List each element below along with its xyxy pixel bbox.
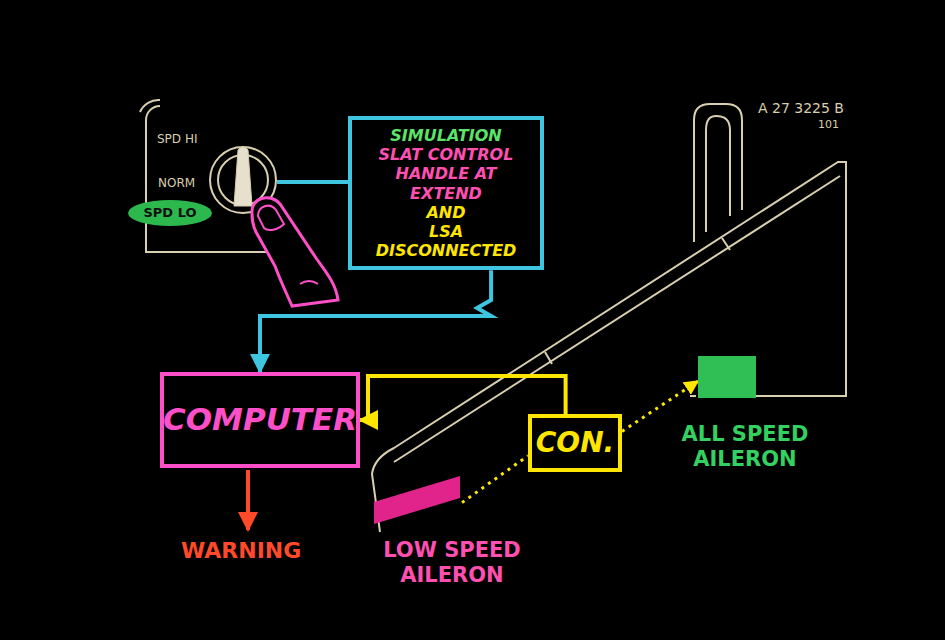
selector-position: SPD LO bbox=[128, 200, 212, 226]
warning-label: WARNING bbox=[181, 538, 301, 564]
sheet-number: 101 bbox=[818, 118, 839, 131]
computer-box: COMPUTER bbox=[160, 372, 360, 468]
low-speed-aileron-shape bbox=[372, 474, 462, 526]
finger-crease bbox=[300, 281, 318, 284]
aileron-surface bbox=[698, 356, 756, 398]
aileron-surface bbox=[374, 476, 460, 524]
slat-joint bbox=[545, 352, 552, 364]
switch-position: NORM bbox=[158, 176, 195, 190]
switch-position: SPD HI bbox=[157, 132, 197, 146]
wing-outline bbox=[372, 162, 846, 532]
drawing-number: A 27 3225 B bbox=[758, 100, 844, 117]
node-text: LOW SPEED AILERON bbox=[362, 538, 542, 588]
oval-fill bbox=[128, 200, 212, 226]
low-speed-aileron: LOW SPEED AILERON bbox=[362, 474, 542, 588]
engine-pylon bbox=[694, 104, 742, 242]
condition-box: SIMULATIONSLAT CONTROL HANDLE AT EXTENDA… bbox=[348, 116, 544, 270]
node-text: CON. bbox=[536, 426, 614, 460]
node-text: AND bbox=[426, 203, 465, 222]
node-text: COMPUTER bbox=[163, 401, 357, 438]
pointing-finger bbox=[252, 198, 338, 306]
panel-corner bbox=[140, 100, 160, 112]
node-text: SIMULATION bbox=[390, 126, 501, 145]
node-text: ALL SPEED AILERON bbox=[668, 422, 822, 472]
warning-arrow bbox=[246, 470, 250, 530]
selector-pointer bbox=[234, 147, 252, 206]
finger-nail bbox=[258, 206, 284, 230]
wing-trailing-edge bbox=[690, 395, 696, 397]
slat-joint bbox=[722, 238, 730, 250]
connector-box: CON. bbox=[528, 414, 622, 472]
all-speed-aileron-shape bbox=[698, 356, 756, 398]
node-text: SPD LO bbox=[143, 205, 196, 221]
connector bbox=[260, 270, 491, 372]
connector bbox=[462, 456, 528, 503]
selector-wire bbox=[277, 180, 348, 184]
panel-outline bbox=[146, 106, 298, 252]
node-text: SLAT CONTROL HANDLE AT EXTEND bbox=[360, 145, 532, 203]
engine-pylon-inner bbox=[706, 116, 730, 232]
all-speed-aileron: ALL SPEED AILERON bbox=[668, 356, 822, 472]
node-text: LSA DISCONNECTED bbox=[360, 222, 532, 260]
